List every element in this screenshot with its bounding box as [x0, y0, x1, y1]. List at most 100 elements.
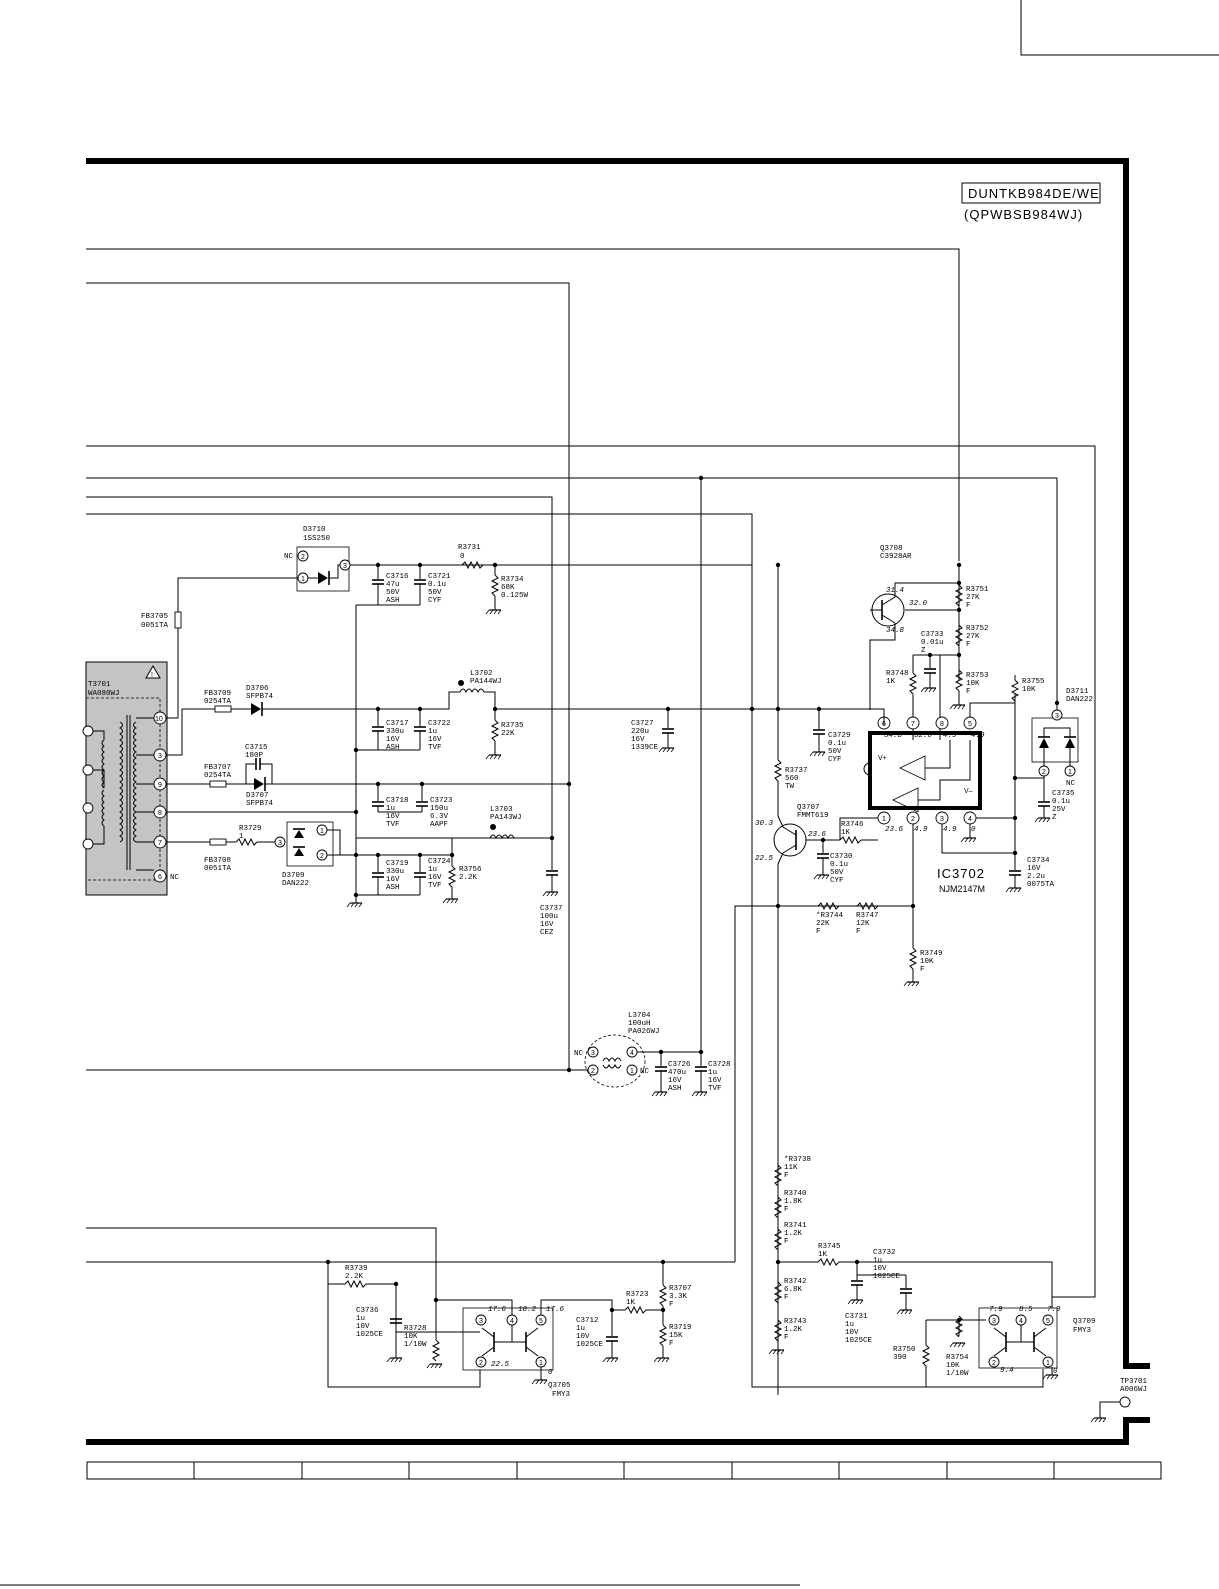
corner-tab — [1020, 0, 1219, 56]
svg-text:50V: 50V — [428, 589, 442, 597]
svg-text:1.2K: 1.2K — [784, 1230, 803, 1238]
svg-text:CEZ: CEZ — [540, 929, 554, 937]
svg-text:50V: 50V — [830, 869, 844, 877]
svg-text:SFPB74: SFPB74 — [246, 693, 274, 701]
svg-text:15K: 15K — [669, 1332, 683, 1340]
svg-text:C3726: C3726 — [668, 1061, 691, 1069]
svg-text:ASH: ASH — [386, 884, 400, 892]
svg-text:R3741: R3741 — [784, 1222, 807, 1230]
svg-text:R3737: R3737 — [785, 767, 808, 775]
svg-text:C3735: C3735 — [1052, 790, 1075, 798]
svg-text:16V: 16V — [428, 874, 442, 882]
svg-text:F: F — [784, 1294, 789, 1302]
svg-text:R3742: R3742 — [784, 1278, 807, 1286]
svg-text:CYF: CYF — [830, 877, 844, 885]
svg-text:4: 4 — [968, 816, 972, 823]
svg-text:10K: 10K — [966, 680, 980, 688]
svg-text:SFPB74: SFPB74 — [246, 800, 274, 808]
svg-text:22K: 22K — [501, 730, 515, 738]
page-frame-bottom — [86, 1417, 1150, 1445]
svg-text:3.3K: 3.3K — [669, 1293, 688, 1301]
svg-text:R3756: R3756 — [459, 866, 482, 874]
svg-text:5: 5 — [1046, 1318, 1050, 1325]
d3710 — [296, 546, 350, 592]
svg-text:0254TA: 0254TA — [204, 772, 232, 780]
svg-text:6: 6 — [158, 874, 162, 881]
svg-text:1u: 1u — [428, 866, 437, 874]
svg-text:2: 2 — [479, 1360, 483, 1367]
svg-text:FMY3: FMY3 — [552, 1391, 571, 1399]
svg-text:23.6: 23.6 — [885, 826, 904, 834]
q3707 — [773, 823, 807, 857]
svg-text:FB3705: FB3705 — [141, 613, 169, 621]
svg-text:2: 2 — [591, 1068, 595, 1075]
svg-text:NC: NC — [170, 874, 180, 882]
svg-text:16V: 16V — [386, 736, 400, 744]
svg-text:150u: 150u — [430, 805, 448, 813]
svg-text:F: F — [966, 602, 971, 610]
svg-text:R3750: R3750 — [893, 1346, 916, 1354]
svg-text:32.0: 32.0 — [909, 600, 928, 608]
svg-text:NC: NC — [574, 1050, 584, 1058]
svg-text:C3734: C3734 — [1027, 857, 1050, 865]
svg-text:32.0: 32.0 — [914, 732, 933, 740]
svg-text:1/10W: 1/10W — [946, 1370, 969, 1378]
svg-text:NC: NC — [1066, 780, 1076, 788]
svg-text:5: 5 — [968, 721, 972, 728]
svg-text:F: F — [669, 1301, 674, 1309]
svg-text:7.9: 7.9 — [1047, 1306, 1061, 1314]
svg-text:22.5: 22.5 — [755, 855, 774, 863]
svg-text:10V: 10V — [873, 1265, 887, 1273]
svg-text:C3730: C3730 — [830, 853, 853, 861]
svg-text:0254TA: 0254TA — [204, 698, 232, 706]
svg-text:1: 1 — [239, 833, 244, 841]
svg-text:C3717: C3717 — [386, 720, 409, 728]
svg-text:Z: Z — [921, 647, 926, 655]
svg-text:C3712: C3712 — [576, 1317, 599, 1325]
svg-text:330u: 330u — [386, 868, 404, 876]
svg-text:17.6: 17.6 — [546, 1306, 565, 1314]
svg-text:Q3709: Q3709 — [1073, 1318, 1096, 1326]
svg-text:100uH: 100uH — [628, 1020, 651, 1028]
svg-text:47u: 47u — [386, 581, 400, 589]
fb3705 — [174, 611, 182, 629]
svg-text:17.6: 17.6 — [488, 1306, 507, 1314]
svg-text:8: 8 — [158, 810, 162, 817]
svg-text:22K: 22K — [816, 920, 830, 928]
svg-text:0075TA: 0075TA — [1027, 881, 1055, 889]
svg-text:D3706: D3706 — [246, 685, 269, 693]
svg-text:16V: 16V — [708, 1077, 722, 1085]
svg-text:R3746: R3746 — [841, 821, 864, 829]
svg-text:10K: 10K — [946, 1362, 960, 1370]
svg-text:FMMT619: FMMT619 — [797, 812, 829, 820]
model-box — [961, 182, 1101, 204]
svg-text:1339CE: 1339CE — [631, 744, 659, 752]
svg-text:1: 1 — [301, 576, 305, 583]
svg-text:V+: V+ — [878, 755, 887, 762]
svg-text:7: 7 — [911, 721, 915, 728]
svg-text:F: F — [966, 688, 971, 696]
svg-text:3: 3 — [343, 563, 347, 570]
svg-text:2: 2 — [992, 1360, 996, 1367]
svg-text:R3740: R3740 — [784, 1190, 807, 1198]
svg-text:22.5: 22.5 — [491, 1361, 510, 1369]
wire-top-1 — [86, 248, 960, 561]
q3705 — [462, 1307, 554, 1371]
svg-text:CYF: CYF — [828, 756, 842, 764]
svg-text:16V: 16V — [1027, 865, 1041, 873]
wire-top-3 — [86, 445, 1096, 1298]
svg-text:C3736: C3736 — [356, 1307, 379, 1315]
svg-text:100u: 100u — [540, 913, 558, 921]
svg-text:7.9: 7.9 — [989, 1306, 1003, 1314]
model-label: DUNTKB984DE/WE — [968, 186, 1100, 201]
svg-text:C3731: C3731 — [845, 1313, 868, 1321]
svg-text:9.4: 9.4 — [1000, 1367, 1014, 1375]
svg-text:10V: 10V — [356, 1323, 370, 1331]
svg-text:0.125W: 0.125W — [501, 592, 529, 600]
svg-text:*R3744: *R3744 — [816, 912, 844, 920]
svg-text:16V: 16V — [386, 876, 400, 884]
svg-text:1: 1 — [882, 816, 886, 823]
wire-735 — [734, 905, 911, 1262]
svg-text:1K: 1K — [626, 1299, 636, 1307]
svg-text:1: 1 — [630, 1068, 634, 1075]
